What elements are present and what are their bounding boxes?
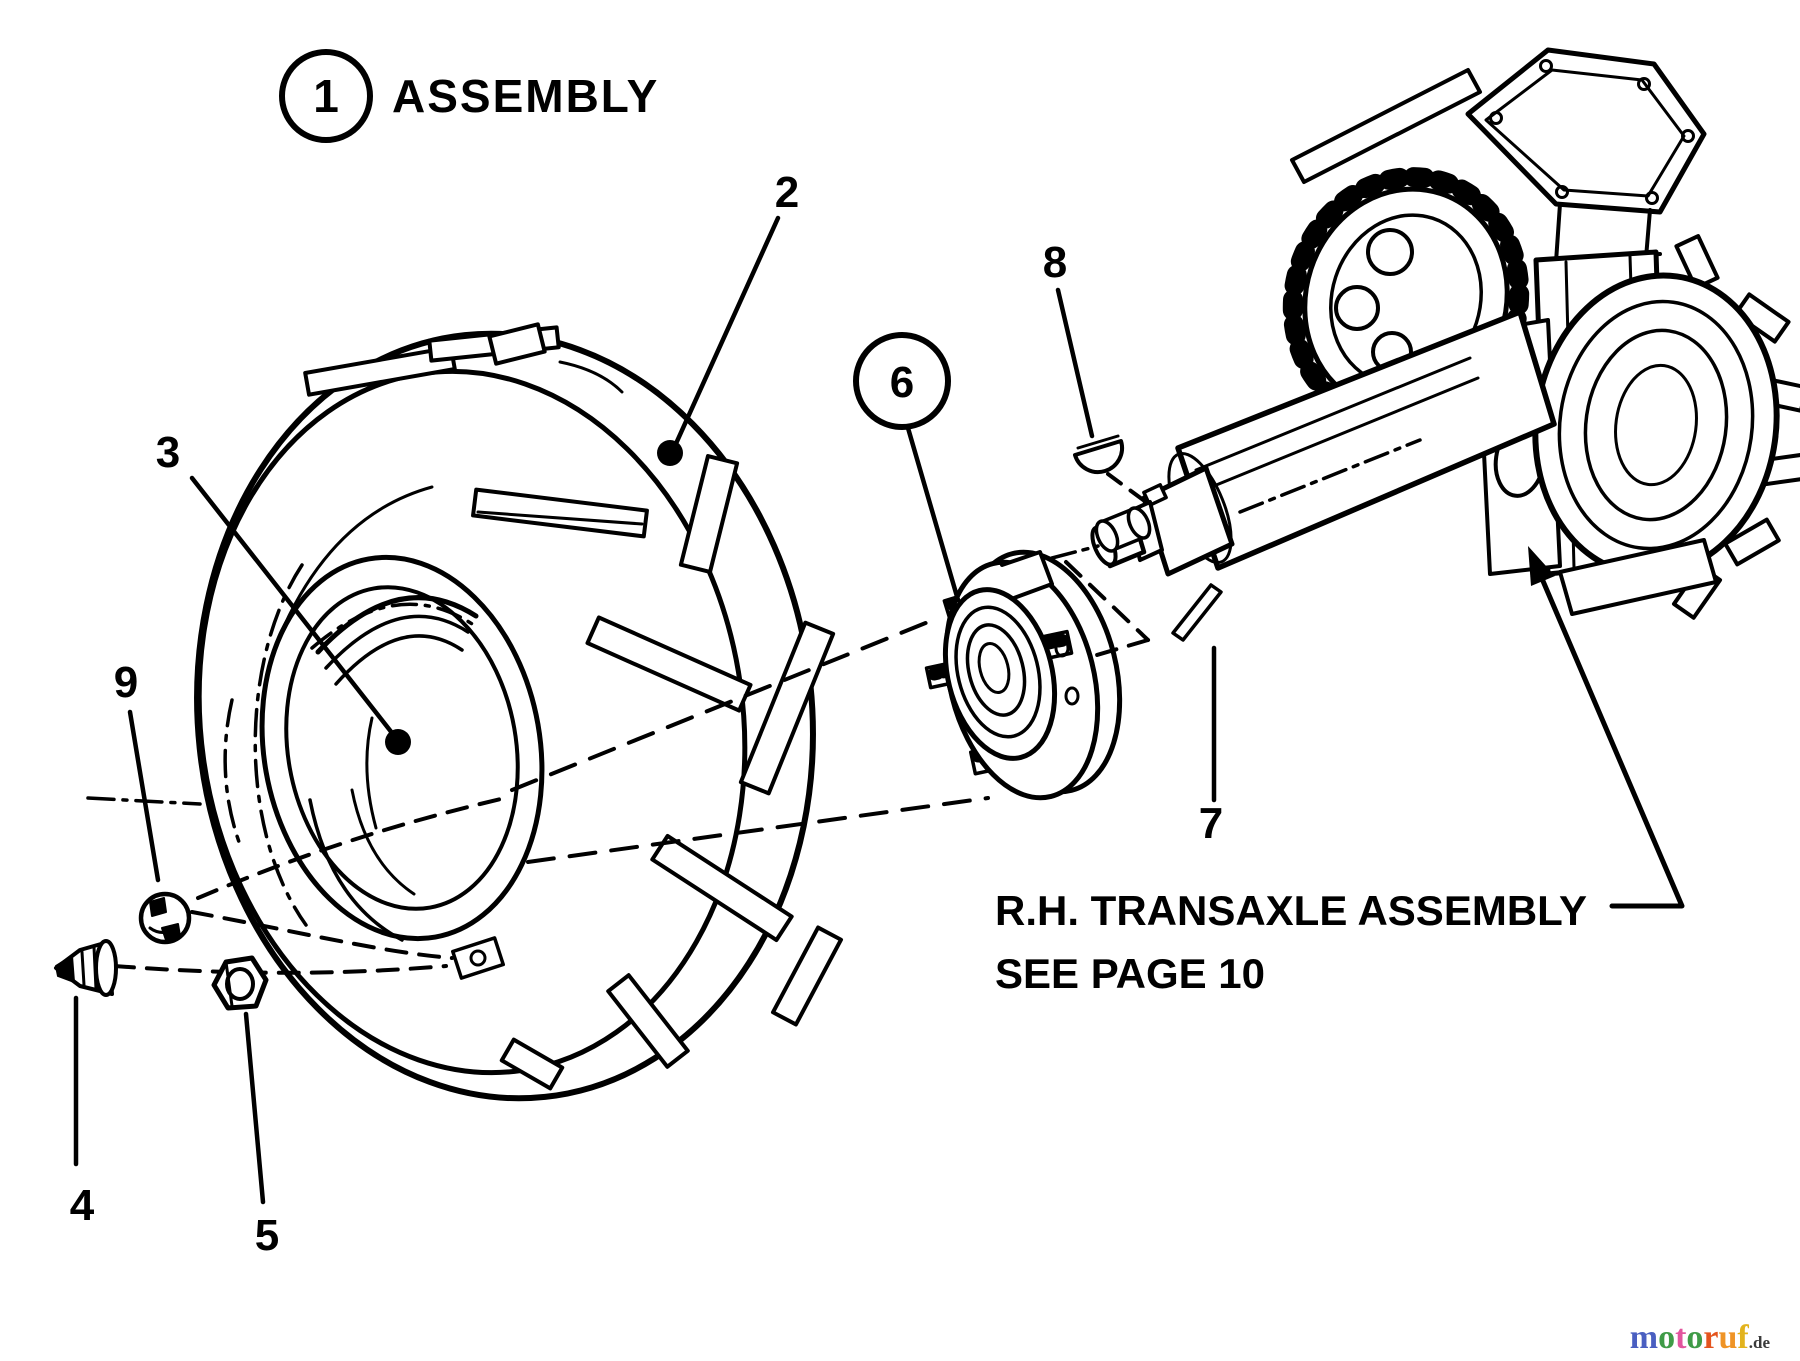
callout-2: 2 — [657, 168, 799, 466]
woodruff-key-part — [1073, 434, 1125, 475]
transaxle-note-line2: SEE PAGE 10 — [995, 950, 1265, 997]
callout-assembly-title: 1 ASSEMBLY — [279, 49, 659, 143]
projection-lines — [510, 616, 990, 864]
callout-7: 7 — [1199, 645, 1223, 848]
svg-text:2: 2 — [775, 168, 799, 217]
svg-text:9: 9 — [114, 658, 138, 707]
transaxle-note-leader — [1537, 571, 1685, 909]
callout-4: 4 — [70, 995, 95, 1230]
lock-nut-part — [138, 891, 192, 945]
assembly-label: ASSEMBLY — [392, 70, 659, 122]
watermark-letters: motoruf — [1630, 1321, 1749, 1355]
watermark-logo[interactable]: motoruf.de — [1630, 1321, 1770, 1355]
tire-wheel-drawing — [86, 322, 844, 1102]
assembly-number-circle — [279, 49, 373, 143]
transaxle-note-line1: R.H. TRANSAXLE ASSEMBLY — [995, 887, 1587, 934]
tread-bars — [303, 322, 844, 1091]
valve-stem-part — [54, 939, 118, 997]
svg-text:7: 7 — [1199, 799, 1223, 848]
callout-5: 5 — [243, 1011, 279, 1260]
axle-small-parts — [1064, 434, 1223, 659]
watermark-letter: o — [1686, 1319, 1704, 1356]
hub-assembly-drawing — [924, 549, 1123, 801]
watermark-letter: f — [1737, 1319, 1749, 1356]
transaxle-note: R.H. TRANSAXLE ASSEMBLY SEE PAGE 10 — [995, 546, 1685, 997]
hex-nut-part — [211, 955, 269, 1011]
svg-text:3: 3 — [156, 428, 180, 477]
rim-valve-fitting — [451, 936, 505, 980]
rim-outer — [259, 554, 545, 942]
assembly-number: 1 — [313, 70, 339, 122]
svg-text:5: 5 — [255, 1211, 279, 1260]
watermark-letter: m — [1629, 1319, 1659, 1356]
watermark-letter: o — [1658, 1319, 1676, 1356]
rim-inner — [284, 585, 520, 911]
watermark-letter: u — [1718, 1319, 1738, 1356]
svg-text:6: 6 — [890, 358, 914, 407]
spacer-part — [1094, 506, 1152, 553]
callout-8: 8 — [1043, 238, 1095, 439]
watermark-letter: t — [1675, 1319, 1687, 1356]
top-cover-plate — [1465, 47, 1707, 215]
callout-3: 3 — [156, 428, 411, 755]
svg-text:4: 4 — [70, 1181, 95, 1230]
transaxle-drawing — [1050, 47, 1800, 620]
callouts: 1 ASSEMBLY 2 3 9 4 5 6 — [70, 49, 1223, 1260]
callout-6: 6 — [853, 332, 961, 603]
svg-text:8: 8 — [1043, 238, 1067, 287]
transaxle-note-arrowhead — [1528, 546, 1555, 586]
small-parts-group — [54, 796, 507, 1011]
callout-9: 9 — [114, 658, 161, 883]
watermark-suffix: .de — [1748, 1333, 1770, 1352]
pin-part — [1171, 583, 1223, 642]
watermark-letter: r — [1703, 1319, 1719, 1356]
callout-6-circle — [853, 332, 951, 430]
